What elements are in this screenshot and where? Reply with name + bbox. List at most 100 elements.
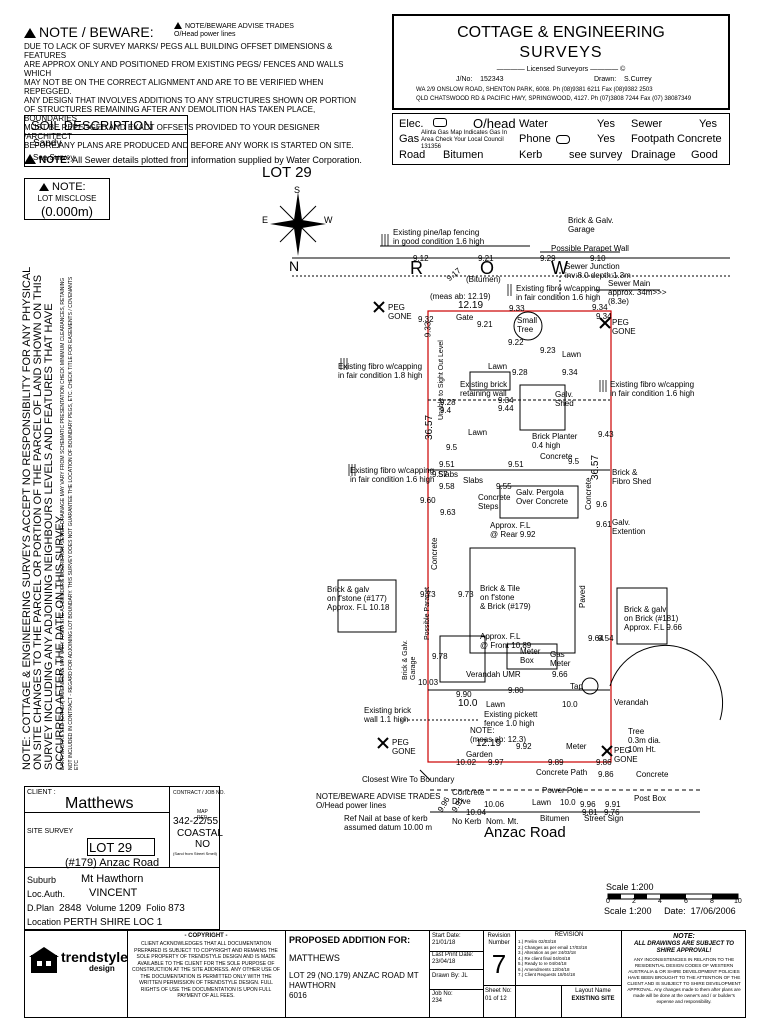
spot-level: 9.73: [420, 590, 436, 599]
spot-level: 9.92: [516, 742, 532, 751]
spot-level: 9.22: [508, 338, 524, 347]
qld-address: QLD CHATSWOOD RD & PACIFIC HWY, SPRINGWO…: [416, 96, 692, 102]
revision-item: 1.) Prelim 02/03/18: [518, 939, 557, 944]
label-ref-nail: Ref Nail at base of kerb assumed datum 1…: [344, 814, 433, 832]
dim-left: 36.57: [424, 414, 435, 440]
label-garage-top: Brick & Galv. Garage: [568, 216, 614, 234]
label-concrete-1: Concrete: [540, 452, 573, 461]
site-lot: LOT 29: [89, 840, 133, 855]
dim-top: 12.19: [458, 300, 484, 311]
coastal-note: (Sand from Street Smell): [173, 851, 218, 856]
spot-level: 9.4: [440, 406, 452, 415]
dplan: 2848: [59, 903, 82, 914]
label-fibro-top: Existing fibro w/capping in fair conditi…: [516, 284, 601, 302]
client-name: Matthews: [65, 795, 134, 812]
label-concrete-drive: Concrete Drive: [452, 788, 485, 806]
note-title: NOTE:: [673, 933, 695, 940]
spot-level: 9.86: [598, 770, 614, 779]
label-fibro-right-1: Existing fibro w/capping in fair conditi…: [610, 380, 695, 398]
label-meas-top: (meas ab: 12.19): [430, 292, 491, 301]
note-line-1: ALL DRAWINGS ARE SUBJECT TO: [634, 941, 734, 947]
label-lawn-2: Lawn: [488, 362, 508, 371]
row-bitumen: (Bitumen): [466, 275, 501, 284]
label-house-177: Brick & galv on f'stone (#177) Approx. F…: [327, 585, 390, 612]
label-brick-wall: Existing brick wall 1.1 high: [364, 706, 412, 724]
notice-title: NOTE / BEWARE:: [39, 24, 154, 40]
label-house-179: Brick & Tile on f'stone & Brick (#179): [480, 584, 531, 611]
label-fl-front: Approx. F.L @ Front 10.89: [480, 632, 532, 650]
label-no-kerb: No Kerb: [452, 817, 482, 826]
spot-level: 9.5: [568, 457, 580, 466]
loc-auth-label: Loc.Auth.: [27, 889, 66, 899]
misclose-label: NOTE:: [52, 181, 86, 193]
map-ref-label: MAP REF.: [197, 809, 208, 821]
warning-icon: [174, 22, 182, 29]
scale-tick: 10: [734, 898, 742, 905]
label-concrete-4: Concrete: [636, 770, 669, 779]
spot-level: 9.97: [488, 758, 504, 767]
label-note-meas: NOTE: (meas ab: 12.3): [470, 726, 527, 744]
drainage-value: Good: [691, 149, 718, 161]
scale-tick: 6: [684, 898, 688, 905]
spot-level: 9.10: [590, 254, 606, 263]
revision-title: REVISION: [554, 932, 584, 938]
site-survey-label: SITE SURVEY: [27, 828, 74, 835]
revision-list: 1.) Prelim 02/03/18 2.) Changes as per e…: [518, 939, 587, 978]
sewer-value: Yes: [699, 118, 717, 130]
spot-level: 9.64: [588, 634, 604, 643]
job-number: J/No: 152343: [456, 76, 504, 83]
notice-line: DUE TO LACK OF SURVEY MARKS/ PEGS ALL BU…: [24, 42, 333, 60]
power-lines-note: NOTE/BEWARE ADVISE TRADES O/Head power l…: [174, 22, 294, 38]
peg-gone-tl: PEG GONE: [388, 303, 412, 321]
spot-level: 9.66: [552, 670, 568, 679]
spot-level: 10.03: [418, 678, 439, 687]
label-lawn-1: Lawn: [562, 350, 582, 359]
peg-gone-br: PEG GONE: [614, 746, 638, 764]
wa-address: WA 2/9 ONSLOW ROAD, SHENTON PARK, 6008. …: [416, 87, 653, 93]
label-pine-fence: Existing pine/lap fencing in good condit…: [393, 228, 485, 246]
copyright-title: - COPYRIGHT -: [184, 933, 228, 939]
label-gate: Gate: [456, 313, 474, 322]
dplan-row: D.Plan 2848 Volume 1209 Folio 873: [27, 903, 185, 914]
peg-gone-tr: PEG GONE: [612, 318, 636, 336]
soil-box: SOIL DESCRIPTION Sandy See Survey: [24, 115, 188, 167]
spot-level: 9.81: [582, 808, 598, 817]
spot-level: 9.6: [596, 500, 608, 509]
company-name-2: SURVEYS: [519, 44, 603, 61]
location: PERTH SHIRE LOC 1: [63, 917, 163, 928]
sewer-label: Sewer: [631, 118, 663, 130]
spot-level: 9.5: [446, 443, 458, 452]
volume: 1209: [118, 903, 142, 914]
spot-level: 9.34: [596, 312, 612, 321]
label-sewer-junction: Sewer Junction inv:8.0 depth:1.3m: [565, 262, 631, 280]
drainage-label: Drainage: [631, 149, 676, 161]
spot-level: 9.32: [418, 315, 434, 324]
services-box: Elec. O/head Water Yes Sewer Yes Gas Ali…: [392, 113, 730, 165]
client-label: CLIENT :: [27, 789, 56, 796]
drawn-by: Drawn: S.Currey: [594, 76, 652, 83]
label-galv-shed: Galv. Shed: [555, 390, 574, 408]
scale-date-row: Scale 1:200 Date: 17/06/2006: [604, 906, 736, 916]
label-nom-mt: Nom. Mt.: [486, 817, 519, 826]
warning-icon: [24, 28, 36, 38]
spot-level: 9.73: [458, 590, 474, 599]
spot-level: 9.86: [596, 758, 612, 767]
label-meter-box: Meter Box: [520, 647, 541, 665]
brand-sub: design: [89, 964, 115, 973]
trendstyle-logo-icon: [29, 947, 59, 973]
copyright-text: CLIENT ACKNOWLEDGES THAT ALL DOCUMENTATI…: [132, 941, 280, 999]
loc-auth: VINCENT: [89, 887, 138, 899]
spot-level: 9.29: [540, 254, 556, 263]
spot-level: 9.21: [477, 320, 493, 329]
sheet-no: Sheet No:01 of 12: [485, 988, 512, 1002]
spot-level: 9.61: [596, 520, 612, 529]
label-street-sign: Street Sign: [584, 814, 624, 823]
footer: trendstyle design - COPYRIGHT - CLIENT A…: [24, 930, 746, 1018]
survey-date: 17/06/2006: [690, 906, 736, 916]
scale-tick: 4: [658, 898, 662, 905]
spot-level: 10.02: [456, 758, 477, 767]
label-lawn-front: Lawn: [486, 700, 506, 709]
footpath-value: Concrete: [677, 133, 722, 145]
spot-level: 9.34: [498, 396, 514, 405]
spot-level: 10.0: [560, 798, 576, 807]
